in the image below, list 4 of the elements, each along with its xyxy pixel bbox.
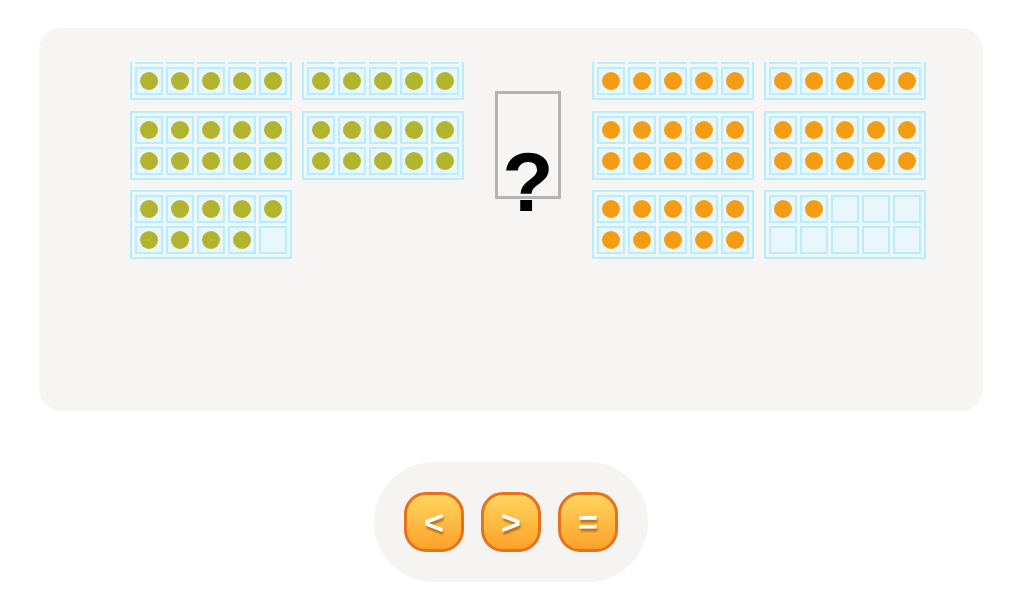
less-than-button: < bbox=[404, 492, 464, 552]
equals-button: = bbox=[558, 492, 618, 552]
question-mark: ? bbox=[501, 151, 555, 214]
greater-than-button: > bbox=[481, 492, 541, 552]
